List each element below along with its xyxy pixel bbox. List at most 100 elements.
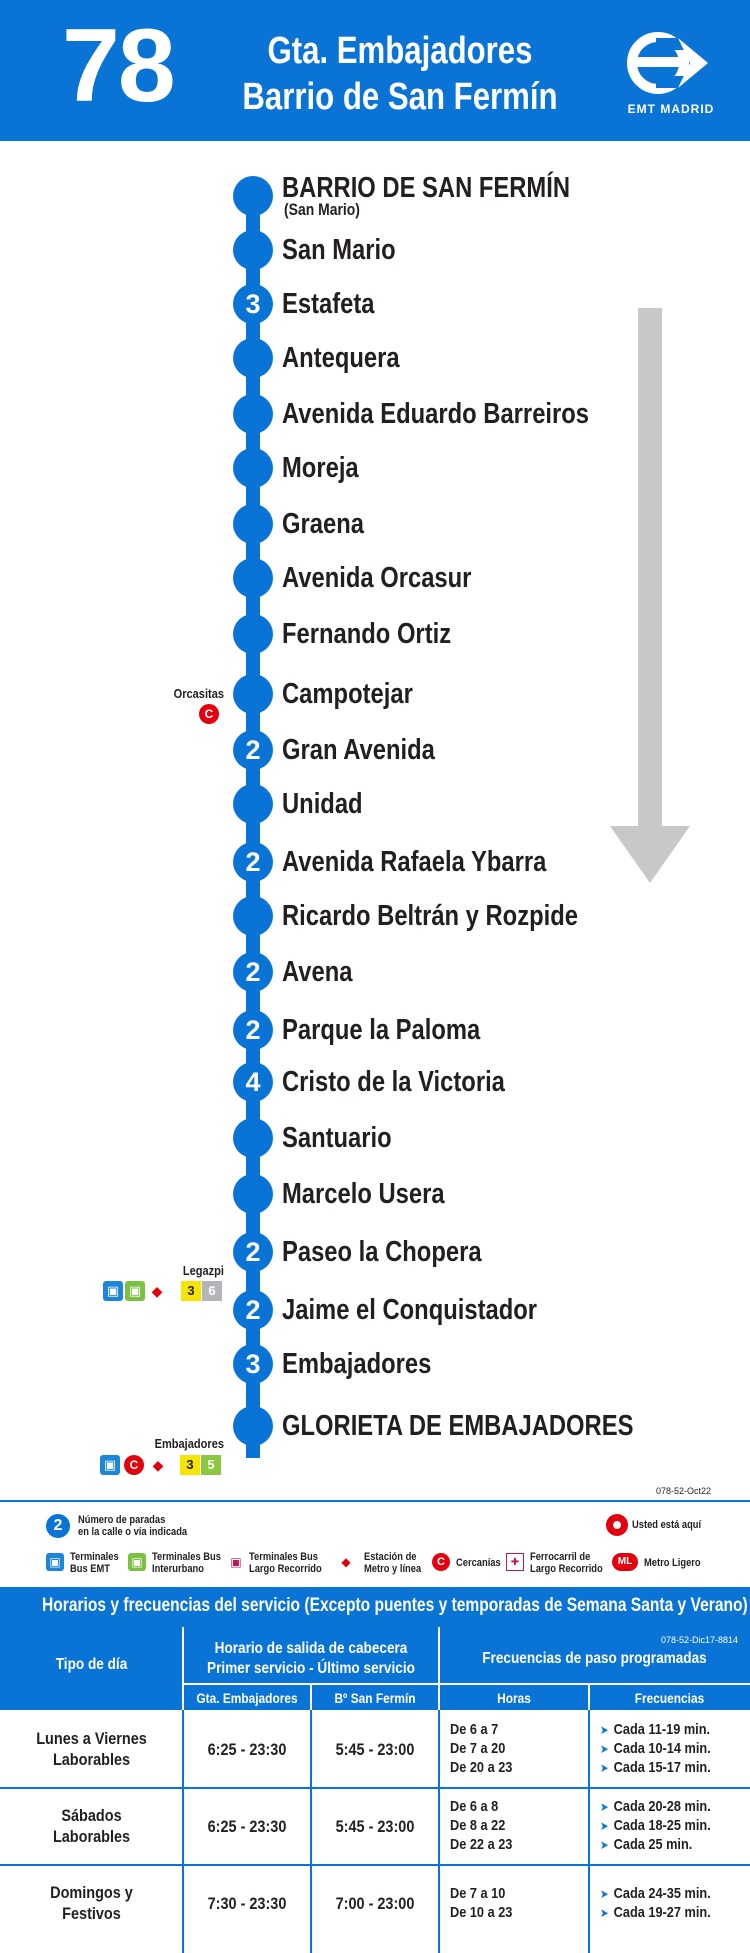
stop-item: Santuario (0, 1118, 750, 1158)
legend-cercanias: Cercanías (456, 1557, 501, 1569)
frequency-value: Cada 15-17 min. (613, 1759, 711, 1776)
you-are-here-icon (606, 1514, 628, 1536)
schedule-embajadores: 6:25 - 23:30 (207, 1816, 287, 1836)
legend-metro-ligero: Metro Ligero (644, 1557, 701, 1569)
route-header: 78 Gta. Embajadores Barrio de San Fermín… (0, 0, 750, 141)
col-frequency-header: Frecuencias de paso programadas (482, 1650, 707, 1667)
col-schedule-header: Horario de salida de cabecera Primer ser… (207, 1640, 415, 1677)
legend-you-are-here: Usted está aquí (632, 1519, 702, 1531)
stop-item: 2 Gran Avenida (0, 730, 750, 770)
stop-marker: 4 (233, 1062, 273, 1102)
stop-marker (233, 230, 273, 270)
stop-marker: 2 (233, 1290, 273, 1330)
table-code: 078-52-Dic17-8814 (660, 1635, 738, 1645)
stop-name: Paseo la Chopera (282, 1236, 482, 1268)
stop-name: Unidad (282, 788, 363, 820)
stop-marker (233, 614, 273, 654)
frequency-item: ➤Cada 18-25 min. (600, 1816, 711, 1836)
stop-item: Moreja (0, 448, 750, 488)
stop-marker (233, 176, 273, 216)
railway-icon: ✚ (506, 1553, 524, 1571)
line-number: 78 (62, 8, 176, 124)
stop-name: Moreja (282, 452, 359, 484)
stop-item: San Mario (0, 230, 750, 270)
legend-bus-long-distance: Terminales Bus Largo Recorrido (249, 1551, 322, 1575)
stops-count-badge: 2 (46, 1514, 70, 1538)
day-type: Domingos y Festivos (50, 1882, 133, 1923)
hour-range: De 8 a 22 (450, 1817, 506, 1834)
connection-orcasitas-label: Orcasitas (173, 686, 224, 701)
stop-marker (233, 896, 273, 936)
stop-name: Campotejar (282, 678, 413, 710)
stop-marker: 2 (233, 842, 273, 882)
frequency-item: ➤Cada 25 min. (600, 1835, 692, 1855)
stop-name: Graena (282, 508, 364, 540)
stop-name: Marcelo Usera (282, 1178, 445, 1210)
stop-subtitle: (San Mario) (284, 200, 360, 219)
destination-1: Gta. Embajadores (267, 30, 533, 72)
arrow-right-icon: ➤ (600, 1838, 609, 1852)
hour-range: De 7 a 10 (450, 1884, 506, 1902)
frequency-value: Cada 20-28 min. (613, 1798, 711, 1815)
arrow-right-icon: ➤ (600, 1819, 609, 1833)
legend-separator (0, 1500, 750, 1502)
stop-marker: 2 (233, 1010, 273, 1050)
grid-line (438, 1710, 440, 1953)
metro-line-6: 6 (202, 1281, 222, 1301)
schedule-san-fermin: 5:45 - 23:00 (335, 1739, 415, 1759)
legend-bus-emt: Terminales Bus EMT (70, 1551, 119, 1575)
connection-embajadores-label: Embajadores (154, 1436, 224, 1451)
frequency-item: ➤Cada 20-28 min. (600, 1797, 711, 1817)
frequency-value: Cada 19-27 min. (613, 1903, 711, 1921)
header-col-divider (182, 1627, 184, 1710)
stop-name: Ricardo Beltrán y Rozpide (282, 900, 578, 932)
stop-name: Gran Avenida (282, 734, 435, 766)
stop-item: Marcelo Usera (0, 1174, 750, 1214)
frequency-item: ➤Cada 19-27 min. (600, 1903, 711, 1923)
bus-interurbano-icon: ▣ (125, 1281, 145, 1301)
stop-marker (233, 1174, 273, 1214)
stop-name: Antequera (282, 342, 400, 374)
schedule-embajadores: 7:30 - 23:30 (207, 1893, 287, 1913)
arrow-right-icon: ➤ (600, 1761, 609, 1775)
legend-long-distance-rail: Ferrocarril de Largo Recorrido (530, 1551, 603, 1575)
bus-emt-icon: ▣ (103, 1281, 123, 1301)
stop-name: Embajadores (282, 1348, 432, 1380)
legend-bus-interurbano: Terminales Bus Interurbano (152, 1551, 221, 1575)
schedule-san-fermin: 5:45 - 23:00 (335, 1816, 415, 1836)
stop-item: Campotejar (0, 674, 750, 714)
col-san-fermin: Bº San Fermín (334, 1690, 416, 1706)
schedule-embajadores: 6:25 - 23:30 (207, 1739, 287, 1759)
frequency-item: ➤Cada 24-35 min. (600, 1884, 711, 1904)
stop-item: Fernando Ortiz (0, 614, 750, 654)
stop-item: Graena (0, 504, 750, 544)
metro-line-5: 5 (201, 1455, 221, 1475)
schedule-title: Horarios y frecuencias del servicio (Exc… (42, 1595, 748, 1616)
cercanias-icon: C (199, 704, 219, 724)
connection-legazpi-label: Legazpi (182, 1263, 224, 1278)
route-destinations: Gta. Embajadores Barrio de San Fermín (228, 28, 572, 120)
stop-item: 2 Parque la Paloma (0, 1010, 750, 1050)
hour-range: De 7 a 20 (450, 1740, 506, 1757)
stop-name: Estafeta (282, 288, 375, 320)
frequency-value: Cada 10-14 min. (613, 1740, 711, 1757)
grid-line (588, 1710, 590, 1953)
stop-name: Parque la Paloma (282, 1014, 481, 1046)
stop-marker (233, 558, 273, 598)
stop-marker: 2 (233, 730, 273, 770)
bus-interurbano-icon: ▣ (128, 1553, 146, 1571)
stop-name: Santuario (282, 1122, 392, 1154)
stop-marker (233, 504, 273, 544)
legend-stops-count: Número de paradas en la calle o vía indi… (78, 1514, 188, 1538)
stop-item: Antequera (0, 338, 750, 378)
stop-marker (233, 784, 273, 824)
arrow-right-icon: ➤ (600, 1723, 609, 1737)
header-divider (183, 1683, 750, 1685)
stop-item: Ricardo Beltrán y Rozpide (0, 896, 750, 936)
schedule-header: 078-52-Dic17-8814 Tipo de día Horario de… (0, 1627, 750, 1710)
stop-item: GLORIETA DE EMBAJADORES (0, 1406, 750, 1446)
